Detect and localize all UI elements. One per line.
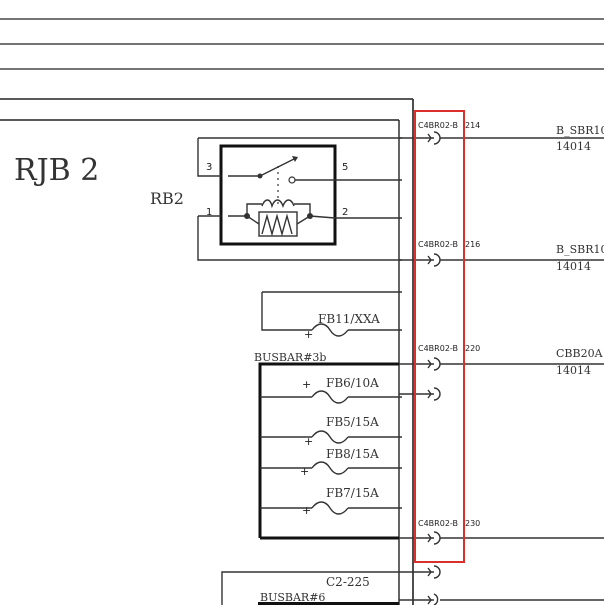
output-code-2: 14014 (556, 260, 591, 273)
relay-pin-5: 5 (342, 162, 348, 173)
fuse-label-fb5: FB5/15A (326, 415, 379, 429)
connector-216: C4BR02-B 216 (399, 240, 604, 267)
connector-220: C4BR02-B 220 (399, 344, 604, 371)
module-title: RJB 2 (14, 153, 99, 188)
svg-text:214: 214 (465, 121, 480, 130)
relay-coil-symbol (228, 199, 336, 237)
output-label-2: B_SBR10 (556, 243, 604, 256)
relay-rb2: RB2 3 5 1 2 (150, 137, 402, 261)
busbar-label-3b: BUSBAR#3b (254, 351, 326, 364)
svg-text:+: + (304, 328, 313, 341)
busbar-3b-group: BUSBAR#3b + FB6/10A + FB5/15A + FB8/15A … (254, 351, 402, 540)
relay-name: RB2 (150, 189, 184, 208)
svg-text:C4BR02-B: C4BR02-B (418, 519, 458, 528)
svg-text:C4BR02-B: C4BR02-B (418, 344, 458, 353)
relay-box (219, 144, 337, 246)
output-code-3: 14014 (556, 364, 591, 377)
highlight-box (414, 110, 465, 563)
relay-switch-symbol (228, 156, 335, 204)
busbar-6-bar (258, 602, 399, 605)
header-rules (0, 18, 604, 70)
svg-text:+: + (302, 504, 311, 517)
connectors: C4BR02-B 214 C4BR02-B 216 C4BR02-B 220 (399, 121, 604, 605)
fuse-label-fb6: FB6/10A (326, 376, 379, 390)
relay-pin-3: 3 (206, 162, 212, 173)
busbar-6-group: C2-225 BUSBAR#6 (221, 571, 399, 605)
output-code-1: 14014 (556, 140, 591, 153)
fuse-fb11: + FB11/XXA (261, 291, 402, 341)
output-label-1: B_SBR10 (556, 124, 604, 137)
svg-text:C4BR02-B: C4BR02-B (418, 240, 458, 249)
svg-text:216: 216 (465, 240, 480, 249)
svg-text:220: 220 (465, 344, 480, 353)
svg-text:+: + (300, 465, 309, 478)
connector-unlabeled-c (399, 593, 604, 605)
svg-text:+: + (304, 435, 313, 448)
fuse-label-fb7: FB7/15A (326, 486, 379, 500)
svg-text:+: + (302, 378, 311, 391)
fuse-label-fb8: FB8/15A (326, 447, 379, 461)
busbar-label-6: BUSBAR#6 (260, 591, 325, 604)
outputs: B_SBR10 14014 B_SBR10 14014 CBB20A 14014 (556, 124, 604, 377)
connector-unlabeled-a (399, 387, 441, 401)
c2-label: C2-225 (326, 575, 370, 589)
svg-text:C4BR02-B: C4BR02-B (418, 121, 458, 130)
connector-unlabeled-b (399, 565, 441, 579)
connector-214: C4BR02-B 214 (399, 121, 604, 145)
relay-pin-2: 2 (342, 207, 348, 218)
connector-230: C4BR02-B 230 (399, 519, 604, 545)
relay-pin-1: 1 (206, 207, 212, 218)
fuse-label-fb11: FB11/XXA (318, 312, 380, 326)
svg-text:230: 230 (465, 519, 480, 528)
output-label-3: CBB20A (556, 347, 604, 360)
